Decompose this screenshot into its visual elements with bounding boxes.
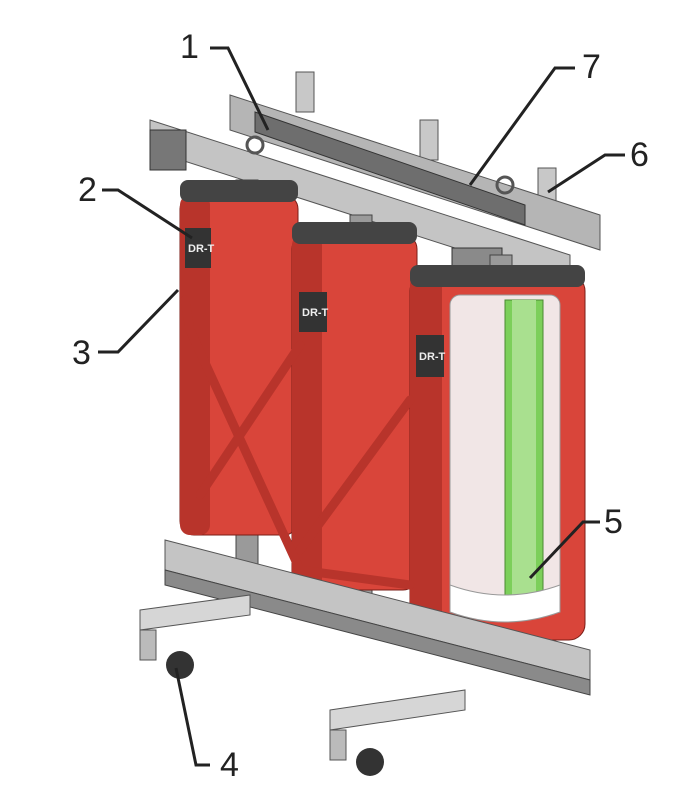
nameplate-text: DR-T [419,351,446,363]
base-rail-left [139,594,251,679]
lower-clamp-frame [164,539,591,696]
base-rail-right [329,689,466,776]
coil-left: DR-T [179,180,299,536]
callout-5: 5 [604,503,623,541]
callout-7: 7 [582,48,601,86]
nameplate [299,292,327,332]
delta-connection-bars [180,295,415,590]
junction-box [149,129,187,171]
lifting-eye [495,175,515,195]
coil-right-cutaway: DR-T [409,265,586,641]
nameplate [416,335,444,377]
hv-terminals [295,71,557,209]
leader-lines [98,46,625,767]
callout-1: 1 [180,28,199,66]
nameplate-text: DR-T [188,243,215,255]
callout-3: 3 [72,334,91,372]
callout-6: 6 [630,136,649,174]
lifting-eye [245,135,265,155]
coil-middle: DR-T [291,222,418,591]
callout-4: 4 [220,746,239,784]
epoxy-insulation [449,584,561,623]
wheel [166,651,194,679]
wheel [356,748,384,776]
callout-2: 2 [78,171,97,209]
nameplate-text: DR-T [302,307,329,319]
